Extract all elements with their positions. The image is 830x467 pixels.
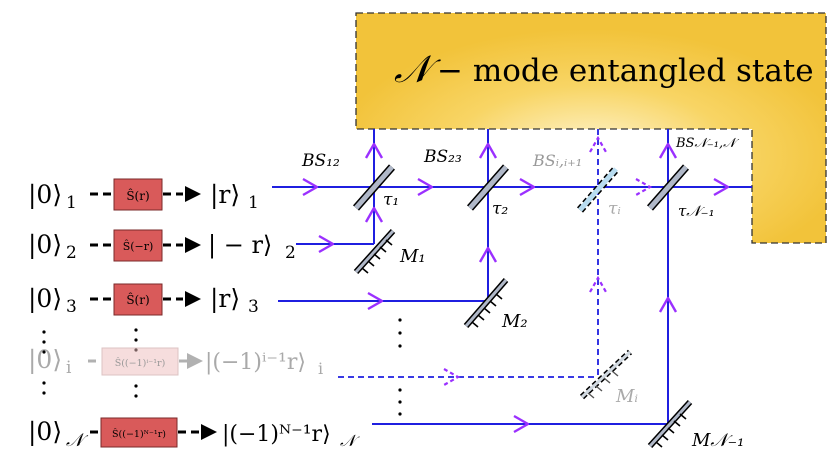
- arrow-up-icon: [658, 296, 678, 313]
- mode-1-triangle: [185, 186, 201, 202]
- mode-N-output-sub: 𝒩: [340, 431, 360, 450]
- bs-N-tau: τ𝒩₋₁: [678, 202, 715, 220]
- arrow-right-icon: [513, 414, 530, 434]
- mode-2-squeezer: [113, 229, 163, 262]
- mode-3-output-sub: 3: [248, 297, 259, 317]
- mirror-1: M₁: [353, 228, 426, 275]
- beamsplitter-N: BS𝒩₋₁,𝒩 τ𝒩₋₁: [646, 136, 740, 220]
- mode-N-squeezer-label: Ŝ((−1)ᴺ⁻¹r): [112, 428, 166, 440]
- mirror-1-label: M₁: [399, 246, 426, 267]
- arrow-right-icon: [302, 177, 319, 197]
- mode-i-output-sub: i: [318, 359, 323, 378]
- mode-2-output: | − r⟩: [208, 231, 272, 260]
- mode-1-squeezer-label: Ŝ(r): [126, 187, 149, 203]
- bs-N-label: BS𝒩₋₁,𝒩: [675, 136, 740, 151]
- row-ellipsis-dots: [42, 318, 402, 416]
- mode-1-output: |r⟩: [210, 180, 240, 210]
- arrow-up-icon: [364, 206, 384, 223]
- mode-i-input: |0⟩: [28, 345, 62, 375]
- arrow-right-icon: [713, 177, 730, 197]
- entangled-state-banner: 𝒩 − mode entangled state: [355, 12, 827, 244]
- mode-row-2: |0⟩ 2 Ŝ(−r) | − r⟩ 2: [28, 229, 296, 263]
- mode-row-i: |0⟩ i Ŝ((−1)ⁱ⁻¹r) |(−1)ⁱ⁻¹r⟩ i: [28, 345, 323, 378]
- bs-i-label: BSᵢ,ᵢ₊₁: [532, 151, 582, 170]
- mode-N-input-sub: 𝒩: [66, 430, 89, 451]
- mode-N-triangle: [201, 424, 217, 440]
- arrow-up-icon: [658, 142, 678, 159]
- mode-N-input: |0⟩: [28, 417, 62, 447]
- direction-arrows: [302, 142, 730, 434]
- mode-2-input: |0⟩: [28, 230, 62, 260]
- bs-1-label: BS₁₂: [301, 151, 340, 171]
- arrow-up-icon: [589, 135, 607, 153]
- mode-row-N: |0⟩ 𝒩 Ŝ((−1)ᴺ⁻¹r) |(−1)ᴺ⁻¹r⟩ 𝒩: [28, 417, 360, 451]
- banner-shape: [355, 12, 827, 244]
- mirror-i: Mᵢ: [579, 349, 638, 407]
- mode-3-triangle: [185, 291, 201, 307]
- mode-1-input: |0⟩: [28, 180, 62, 210]
- beamsplitter-2: BS₂₃ τ₂: [423, 147, 510, 219]
- mode-row-1: |0⟩ 1 Ŝ(r) |r⟩ 1: [28, 178, 259, 213]
- mode-2-triangle: [185, 237, 201, 253]
- mode-2-squeezer-label: Ŝ(−r): [123, 239, 154, 253]
- mode-N-output: |(−1)ᴺ⁻¹r⟩: [222, 422, 331, 447]
- arrow-up-icon: [589, 275, 607, 293]
- arrow-up-icon: [478, 142, 498, 159]
- mode-i-triangle: [187, 353, 203, 369]
- mode-i-input-sub: i: [66, 358, 72, 378]
- arrow-right-icon: [417, 177, 434, 197]
- bs-2-tau: τ₂: [492, 199, 508, 219]
- mode-i-squeezer: [101, 347, 179, 376]
- mode-N-squeezer: [100, 417, 178, 448]
- mode-3-input: |0⟩: [28, 284, 62, 314]
- mirror-N-label: M𝒩₋₁: [691, 430, 744, 451]
- arrow-right-icon: [318, 234, 335, 254]
- bs-i-tau: τᵢ: [608, 199, 621, 219]
- arrow-right-icon: [519, 177, 536, 197]
- arrow-up-icon: [478, 246, 498, 263]
- banner-title: − mode entangled state: [437, 53, 814, 89]
- mode-3-input-sub: 3: [66, 297, 77, 317]
- mode-row-3: |0⟩ 3 Ŝ(r) |r⟩ 3: [28, 283, 259, 317]
- mirror-2: M₂: [463, 278, 528, 332]
- direction-arrows-faded: [443, 135, 653, 386]
- arrow-right-icon: [635, 178, 653, 196]
- mirror-N: M𝒩₋₁: [647, 399, 744, 451]
- mode-1-input-sub: 1: [66, 193, 77, 213]
- arrow-right-icon: [367, 291, 384, 311]
- bs-1-tau: τ₁: [383, 190, 399, 210]
- mirror-i-label: Mᵢ: [615, 386, 638, 407]
- mode-2-input-sub: 2: [66, 243, 77, 263]
- arrow-right-icon: [443, 368, 461, 386]
- beamsplitter-1: BS₁₂ τ₁: [301, 151, 399, 211]
- mode-1-squeezer: [113, 178, 163, 211]
- mode-3-squeezer: [113, 283, 163, 316]
- mode-1-output-sub: 1: [248, 193, 259, 213]
- beamsplitter-i: BSᵢ,ᵢ₊₁ τᵢ: [532, 151, 621, 219]
- mode-i-squeezer-label: Ŝ((−1)ⁱ⁻¹r): [115, 357, 166, 369]
- arrow-up-icon: [364, 142, 384, 159]
- mode-i-output: |(−1)ⁱ⁻¹r⟩: [205, 350, 306, 375]
- mode-2-output-sub: 2: [285, 243, 296, 263]
- mode-3-output: |r⟩: [210, 284, 240, 314]
- bs-2-label: BS₂₃: [423, 147, 462, 167]
- mirror-2-label: M₂: [501, 311, 528, 332]
- beam-paths-faded: [338, 129, 599, 378]
- mode-3-squeezer-label: Ŝ(r): [126, 291, 149, 307]
